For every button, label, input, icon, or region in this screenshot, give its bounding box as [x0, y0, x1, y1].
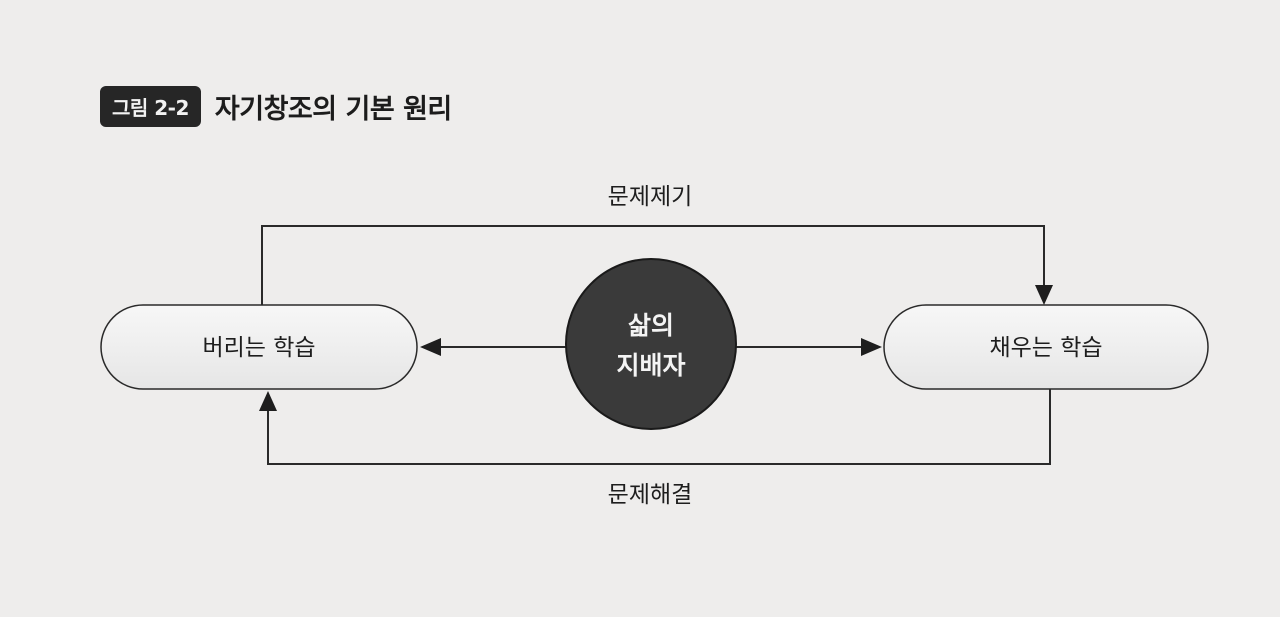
problem-solving-label: 문제해결	[608, 482, 693, 508]
top-arrowhead	[1035, 285, 1053, 305]
learning-label: 채우는 학습	[989, 335, 1102, 361]
master-of-life-node	[565, 258, 737, 430]
unlearning-node	[100, 304, 418, 390]
bottom-arrowhead	[259, 391, 277, 411]
center-label-line1: 삶의	[628, 311, 674, 340]
learning-node	[883, 304, 1209, 390]
top-feedback-line	[261, 225, 1045, 305]
figure-number-badge: 그림 2-2	[100, 86, 201, 127]
right-arrowhead	[861, 338, 882, 356]
figure-title: 자기창조의 기본 원리	[214, 94, 452, 125]
bottom-feedback-line	[267, 389, 1051, 465]
problem-raising-label: 문제제기	[608, 184, 693, 210]
center-label-line2: 지배자	[616, 351, 685, 380]
left-arrowhead	[420, 338, 441, 356]
figure-header: 그림 2-2 자기창조의 기본 원리	[100, 86, 452, 127]
unlearning-label: 버리는 학습	[202, 335, 315, 361]
